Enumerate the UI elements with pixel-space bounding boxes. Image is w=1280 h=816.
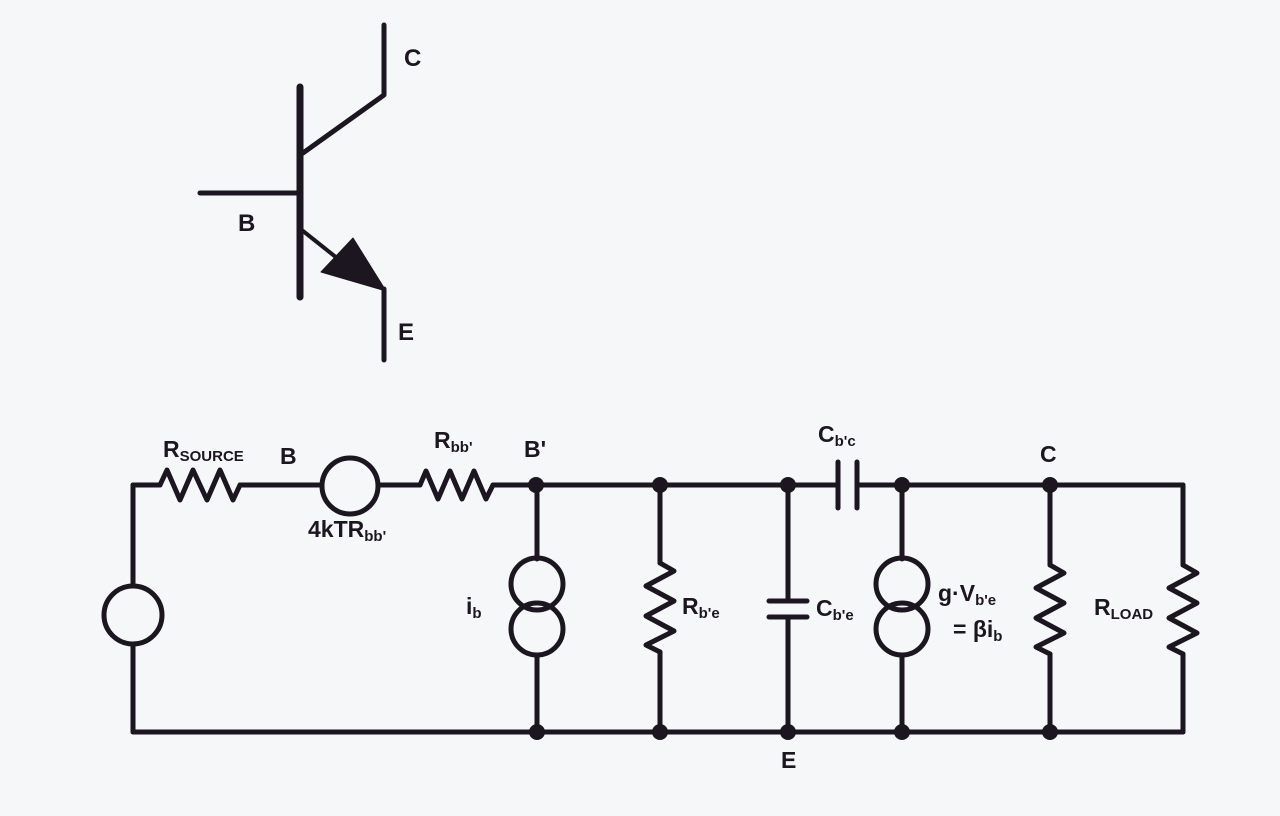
transistor-base-label: B xyxy=(238,210,255,237)
node-b-prime-label: B' xyxy=(524,436,546,462)
r-source-label: RSOURCE xyxy=(163,436,244,465)
transistor-collector-lead xyxy=(300,22,387,156)
signal-source xyxy=(101,583,165,647)
node-c-dot xyxy=(1042,477,1058,493)
r-load-resistor xyxy=(1166,562,1200,657)
node-b-prime-dot xyxy=(528,477,544,493)
r-load-label: RLOAD xyxy=(1094,594,1153,623)
r-bb-resistor xyxy=(417,468,496,502)
r-be-resistor xyxy=(643,560,677,655)
r-source-resistor xyxy=(157,467,243,503)
node-dot xyxy=(652,724,668,740)
node-dot xyxy=(529,724,545,740)
c-be-label: Cb'e xyxy=(816,595,854,624)
node-b-label: B xyxy=(280,443,297,469)
c-bc-label: Cb'c xyxy=(818,421,856,450)
node-e-dot xyxy=(780,724,796,740)
node-dot xyxy=(894,724,910,740)
gm-current-source-circle-top xyxy=(873,555,931,613)
r-be-label: Rb'e xyxy=(682,593,720,622)
noise-voltage-source xyxy=(319,455,381,517)
node-dot xyxy=(894,477,910,493)
gm-source-label-line2: = βib xyxy=(953,616,1002,645)
transistor-emitter-label: E xyxy=(398,319,414,346)
collector-resistor xyxy=(1033,562,1067,657)
node-e-label: E xyxy=(781,747,796,773)
ib-source-label: ib xyxy=(466,593,482,622)
transistor-collector-label: C xyxy=(404,45,421,72)
emitter-arrow-icon xyxy=(320,237,387,292)
node-dot xyxy=(1042,724,1058,740)
gm-source-label-line1: g·Vb'e xyxy=(938,580,996,609)
ib-current-source-circle-top xyxy=(508,555,566,613)
equivalent-circuit: RSOURCE B 4kTRbb' Rbb' B' ib Rb'e Cb'e C… xyxy=(101,421,1200,773)
node-c-label: C xyxy=(1040,441,1057,467)
node-dot xyxy=(652,477,668,493)
r-bb-label: Rbb' xyxy=(434,427,473,456)
transistor-symbol: C B E xyxy=(197,22,421,363)
noise-source-label: 4kTRbb' xyxy=(308,516,386,545)
node-dot xyxy=(780,477,796,493)
